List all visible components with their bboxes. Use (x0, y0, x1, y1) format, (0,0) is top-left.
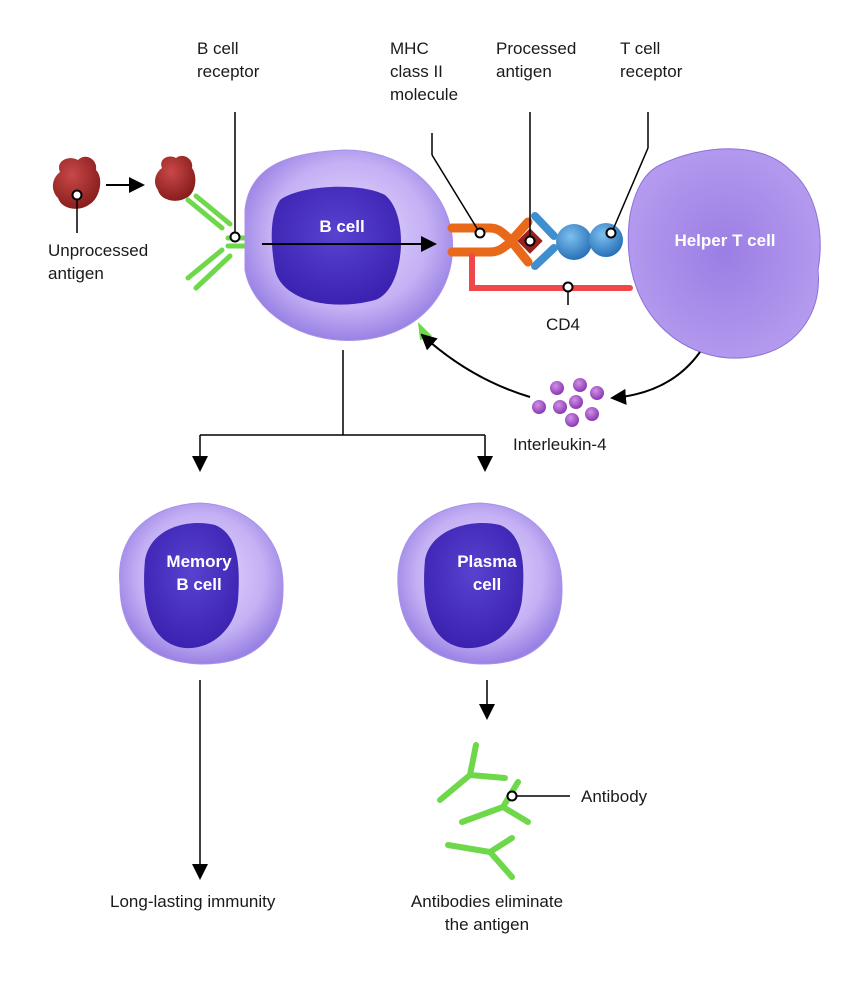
label-memory-2: B cell (176, 575, 221, 594)
label-mhc-2: class II (390, 62, 443, 81)
label-interleukin-4: Interleukin-4 (513, 435, 607, 454)
label-unprocessed-2: antigen (48, 264, 104, 283)
plasma-cell (397, 502, 563, 665)
b-cell (244, 149, 454, 341)
callout-dot (605, 227, 617, 239)
label-memory-1: Memory (166, 552, 232, 571)
memory-b-cell (119, 502, 284, 665)
callout-dot (229, 231, 241, 243)
cd4 (469, 253, 633, 291)
label-cd4: CD4 (546, 315, 580, 334)
label-mhc-3: molecule (390, 85, 458, 104)
label-b-cell: B cell (319, 217, 364, 236)
differentiation-branch (192, 350, 493, 472)
label-plasma-1: Plasma (457, 552, 517, 571)
il4-to-bcell-arrow (420, 333, 531, 398)
interleukin-4-particles (532, 378, 604, 427)
label-tcr-1: T cell (620, 39, 660, 58)
t-to-il4-arrow (610, 351, 701, 405)
unprocessed-antigen (52, 156, 101, 233)
label-mhc-1: MHC (390, 39, 429, 58)
callout-dot (506, 790, 518, 802)
label-plasma-2: cell (473, 575, 501, 594)
label-b-cell-receptor-2: receptor (197, 62, 260, 81)
label-tcr-2: receptor (620, 62, 683, 81)
label-helper-t-cell: Helper T cell (674, 231, 775, 250)
b-cell-receptor (185, 193, 253, 291)
label-processed-2: antigen (496, 62, 552, 81)
t-cell-receptor (531, 212, 623, 270)
callout-dot (524, 235, 536, 247)
callout-dot (562, 281, 574, 293)
bound-antigen (155, 155, 196, 201)
label-b-cell-receptor-1: B cell (197, 39, 239, 58)
label-processed-1: Processed (496, 39, 576, 58)
helper-t-cell (627, 148, 821, 359)
callout-dot (71, 189, 83, 201)
label-antibodies-eliminate-2: the antigen (445, 915, 529, 934)
label-antibody: Antibody (581, 787, 648, 806)
antibodies (437, 742, 531, 880)
label-unprocessed-1: Unprocessed (48, 241, 148, 260)
callout-dot (474, 227, 486, 239)
label-antibodies-eliminate-1: Antibodies eliminate (411, 892, 563, 911)
mhc-class-ii (447, 217, 533, 267)
label-long-lasting-immunity: Long-lasting immunity (110, 892, 276, 911)
